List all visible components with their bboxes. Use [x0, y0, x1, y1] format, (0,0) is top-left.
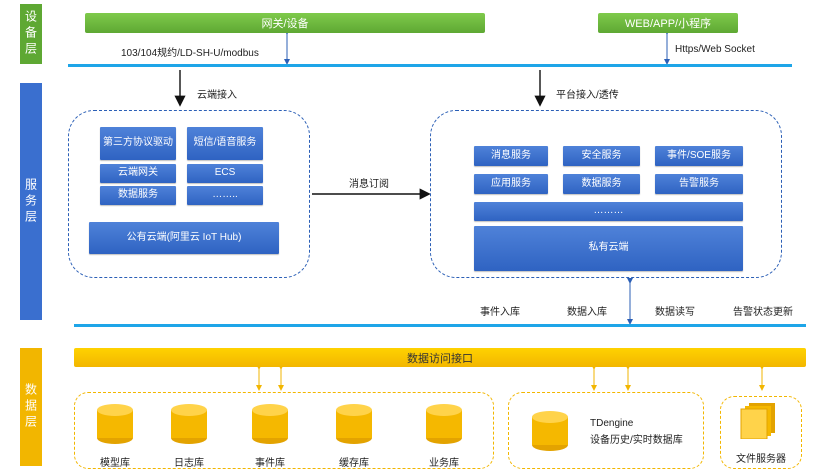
cloud-gateway-box: 云端网关 [100, 164, 176, 183]
service-layer-tab: 服务层 [20, 83, 42, 320]
private-ellipsis-box: ……… [474, 202, 743, 221]
database-icon [97, 404, 133, 444]
business-db-group [74, 392, 494, 469]
db-business: 业务库 [424, 402, 464, 469]
data-store-label: 数据入库 [567, 307, 607, 318]
db-cache: 缓存库 [334, 402, 374, 469]
event-store-label: 事件入库 [480, 307, 520, 318]
tdengine-group [508, 392, 704, 469]
public-ellipsis-box: …….. [187, 186, 263, 205]
db-log-label: 日志库 [174, 458, 204, 469]
third-party-driver-label: 第三方协议驱动 [103, 137, 173, 149]
tdengine-desc: 设备历史/实时数据库 [590, 435, 683, 446]
db-event-label: 事件库 [255, 458, 285, 469]
data-layer-label: 数据层 [23, 383, 38, 431]
security-service-box: 安全服务 [563, 146, 640, 166]
db-cache-label: 缓存库 [339, 458, 369, 469]
gateway-device-bar: 网关/设备 [85, 13, 485, 33]
platform-access-label: 平台接入/透传 [556, 90, 619, 101]
gateway-device-label: 网关/设备 [261, 18, 309, 30]
file-server-group [720, 396, 802, 469]
db-model: 模型库 [95, 402, 135, 469]
device-service-divider [68, 64, 792, 67]
public-cloud-main-label: 公有云端(阿里云 IoT Hub) [126, 231, 242, 243]
data-access-interface-label: 数据访问接口 [407, 352, 473, 365]
data-access-interface-bar: 数据访问接口 [74, 348, 806, 367]
public-data-service-label: 数据服务 [118, 189, 158, 201]
message-service-box: 消息服务 [474, 146, 548, 166]
private-cloud-main-box: 私有云端 [474, 226, 743, 271]
cloud-access-label: 云端接入 [197, 90, 237, 101]
event-soe-service-box: 事件/SOE服务 [655, 146, 743, 166]
file-server-label: 文件服务器 [736, 454, 786, 465]
third-party-driver-box: 第三方协议驱动 [100, 127, 176, 160]
database-icon [252, 404, 288, 444]
web-app-bar: WEB/APP/小程序 [598, 13, 738, 33]
application-service-label: 应用服务 [491, 177, 531, 189]
tdengine-name: TDengine [590, 418, 634, 429]
web-app-label: WEB/APP/小程序 [624, 18, 712, 30]
db-business-label: 业务库 [429, 458, 459, 469]
db-model-label: 模型库 [100, 458, 130, 469]
db-event: 事件库 [250, 402, 290, 469]
device-layer-tab: 设备层 [20, 4, 42, 64]
ecs-label: ECS [214, 167, 236, 179]
sms-voice-label: 短信/语音服务 [193, 137, 257, 149]
public-ellipsis-label: …….. [212, 189, 238, 201]
ecs-box: ECS [187, 164, 263, 183]
data-layer-tab: 数据层 [20, 348, 42, 466]
msg-subscribe-label: 消息订阅 [349, 179, 389, 190]
event-soe-service-label: 事件/SOE服务 [667, 149, 731, 161]
database-icon [171, 404, 207, 444]
private-cloud-group [430, 110, 782, 278]
private-data-service-label: 数据服务 [581, 177, 622, 189]
alarm-service-box: 告警服务 [655, 174, 743, 194]
alarm-update-label: 告警状态更新 [733, 307, 793, 318]
public-cloud-main-box: 公有云端(阿里云 IoT Hub) [89, 222, 279, 254]
file-stack-icon [740, 403, 775, 440]
service-layer-label: 服务层 [23, 177, 38, 226]
database-icon [426, 404, 462, 444]
public-data-service-box: 数据服务 [100, 186, 176, 205]
device-layer-label: 设备层 [23, 10, 38, 58]
database-icon [336, 404, 372, 444]
security-service-label: 安全服务 [581, 149, 622, 161]
database-icon [532, 411, 568, 451]
message-service-label: 消息服务 [491, 149, 531, 161]
https-label: Https/Web Socket [675, 44, 755, 55]
file-server: 文件服务器 [735, 401, 787, 465]
application-service-box: 应用服务 [474, 174, 548, 194]
data-rw-label: 数据读写 [655, 307, 695, 318]
protocol-label: 103/104规约/LD-SH-U/modbus [121, 48, 259, 59]
public-cloud-group [68, 110, 310, 278]
cloud-gateway-label: 云端网关 [118, 167, 158, 179]
private-cloud-main-label: 私有云端 [588, 242, 629, 254]
service-data-divider [74, 324, 806, 327]
alarm-service-label: 告警服务 [679, 177, 719, 189]
tdengine-db [530, 409, 570, 453]
db-log: 日志库 [169, 402, 209, 469]
private-ellipsis-label: ……… [593, 205, 624, 217]
private-data-service-box: 数据服务 [563, 174, 640, 194]
sms-voice-box: 短信/语音服务 [187, 127, 263, 160]
